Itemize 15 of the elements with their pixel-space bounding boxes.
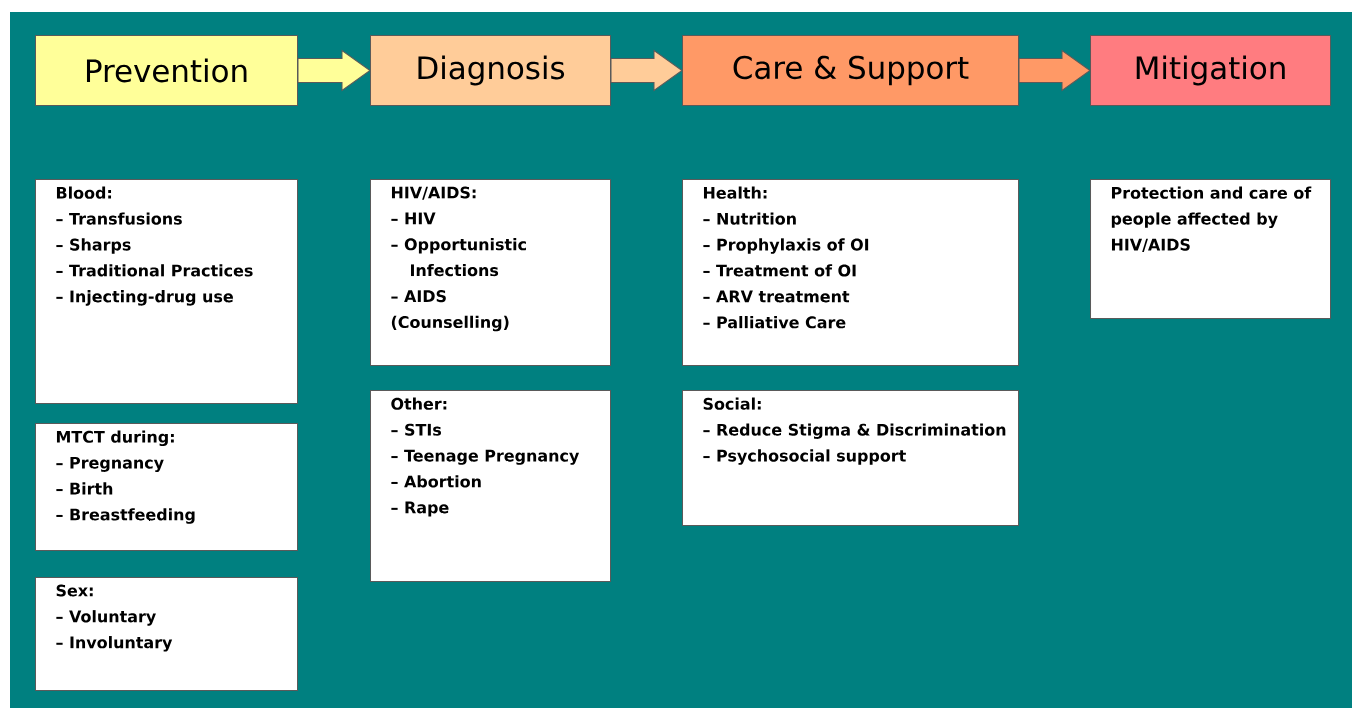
block-arrow xyxy=(297,50,371,91)
text-box: Other: – STIs – Teenage Pregnancy – Abortion – Rape xyxy=(370,390,611,582)
text-box: Social: – Reduce Stigma & Discrimination – Psychosocial support xyxy=(682,390,1019,526)
block-arrow xyxy=(610,50,683,91)
stage-box: Prevention xyxy=(35,35,298,106)
stage-box: Mitigation xyxy=(1090,35,1331,106)
text-box: Blood: – Transfusions – Sharps – Traditional Practices – Injecting-drug use xyxy=(35,179,298,404)
text-box: MTCT during: – Pregnancy – Birth – Breastfeeding xyxy=(35,423,298,551)
text-box: HIV/AIDS: – HIV – Opportunistic Infections – AIDS (Counselling) xyxy=(370,179,611,366)
stage-box: Care & Support xyxy=(682,35,1019,106)
text-box: Health: – Nutrition – Prophylaxis of OI – Treatment of OI – ARV treatment – Palliative Care xyxy=(682,179,1019,366)
text-box: Protection and care of people affected by HIV/AIDS xyxy=(1090,179,1331,319)
text-box: Sex: – Voluntary – Involuntary xyxy=(35,577,298,691)
stage-box: Diagnosis xyxy=(370,35,611,106)
block-arrow xyxy=(1018,50,1091,91)
